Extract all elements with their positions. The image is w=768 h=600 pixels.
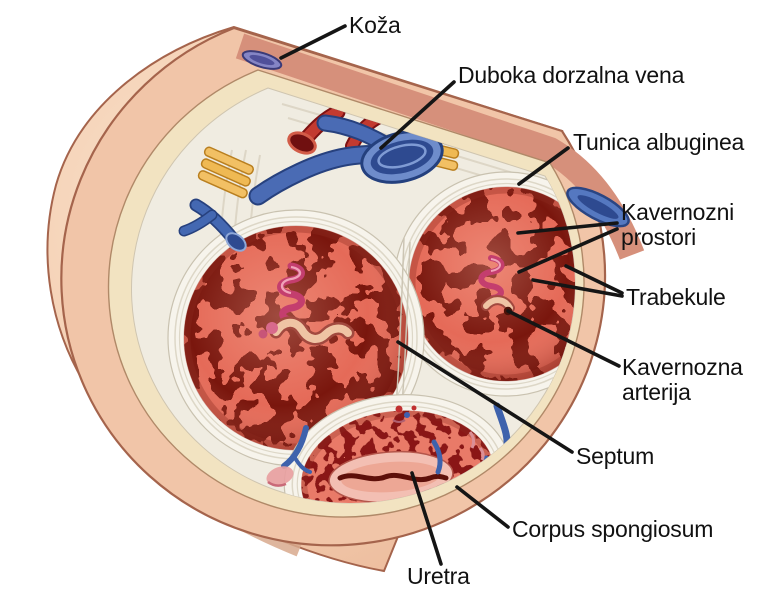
label-corpus-spongiosum: Corpus spongiosum — [512, 516, 714, 542]
subcutaneous-vein — [241, 50, 283, 70]
septum — [395, 237, 411, 409]
nerve-bundle-left — [197, 146, 254, 199]
dermis-band — [235, 33, 645, 260]
label-duboka-dorzalna-vena: Duboka dorzalna vena — [458, 62, 685, 88]
leader-kavernozni-prostori-1 — [516, 221, 619, 235]
leader-koza — [279, 24, 347, 60]
label-kavernozni-prostori: Kavernozni prostori — [621, 199, 735, 251]
cavernous-artery-right-coil — [478, 255, 515, 316]
label-uretra: Uretra — [407, 563, 470, 589]
label-tunica-albuginea: Tunica albuginea — [573, 129, 745, 155]
circumflex-vein-left — [178, 198, 247, 252]
leader-trabekule-2 — [564, 264, 624, 295]
label-trabekule: Trabekule — [626, 284, 726, 310]
leader-tunica-albuginea — [517, 146, 570, 186]
label-kavernozna-arterija: Kavernozna arterija — [622, 354, 743, 406]
leader-kavernozna-arterija — [506, 309, 621, 368]
urethra-lumen-slit — [337, 472, 449, 483]
label-septum: Septum — [576, 443, 655, 469]
leader-trabekule-1 — [531, 278, 624, 298]
emissary-vein-rim — [566, 186, 630, 228]
deep-dorsal-vein — [248, 114, 444, 206]
leader-kavernozni-prostori-2 — [517, 227, 619, 274]
label-koza: Koža — [349, 12, 401, 38]
cavernous-artery-left-coil — [258, 262, 355, 346]
leader-duboka-dorzalna-vena — [379, 80, 456, 150]
leader-uretra — [410, 471, 443, 566]
leader-septum — [396, 340, 574, 454]
leader-corpus-spongiosum — [455, 485, 510, 529]
